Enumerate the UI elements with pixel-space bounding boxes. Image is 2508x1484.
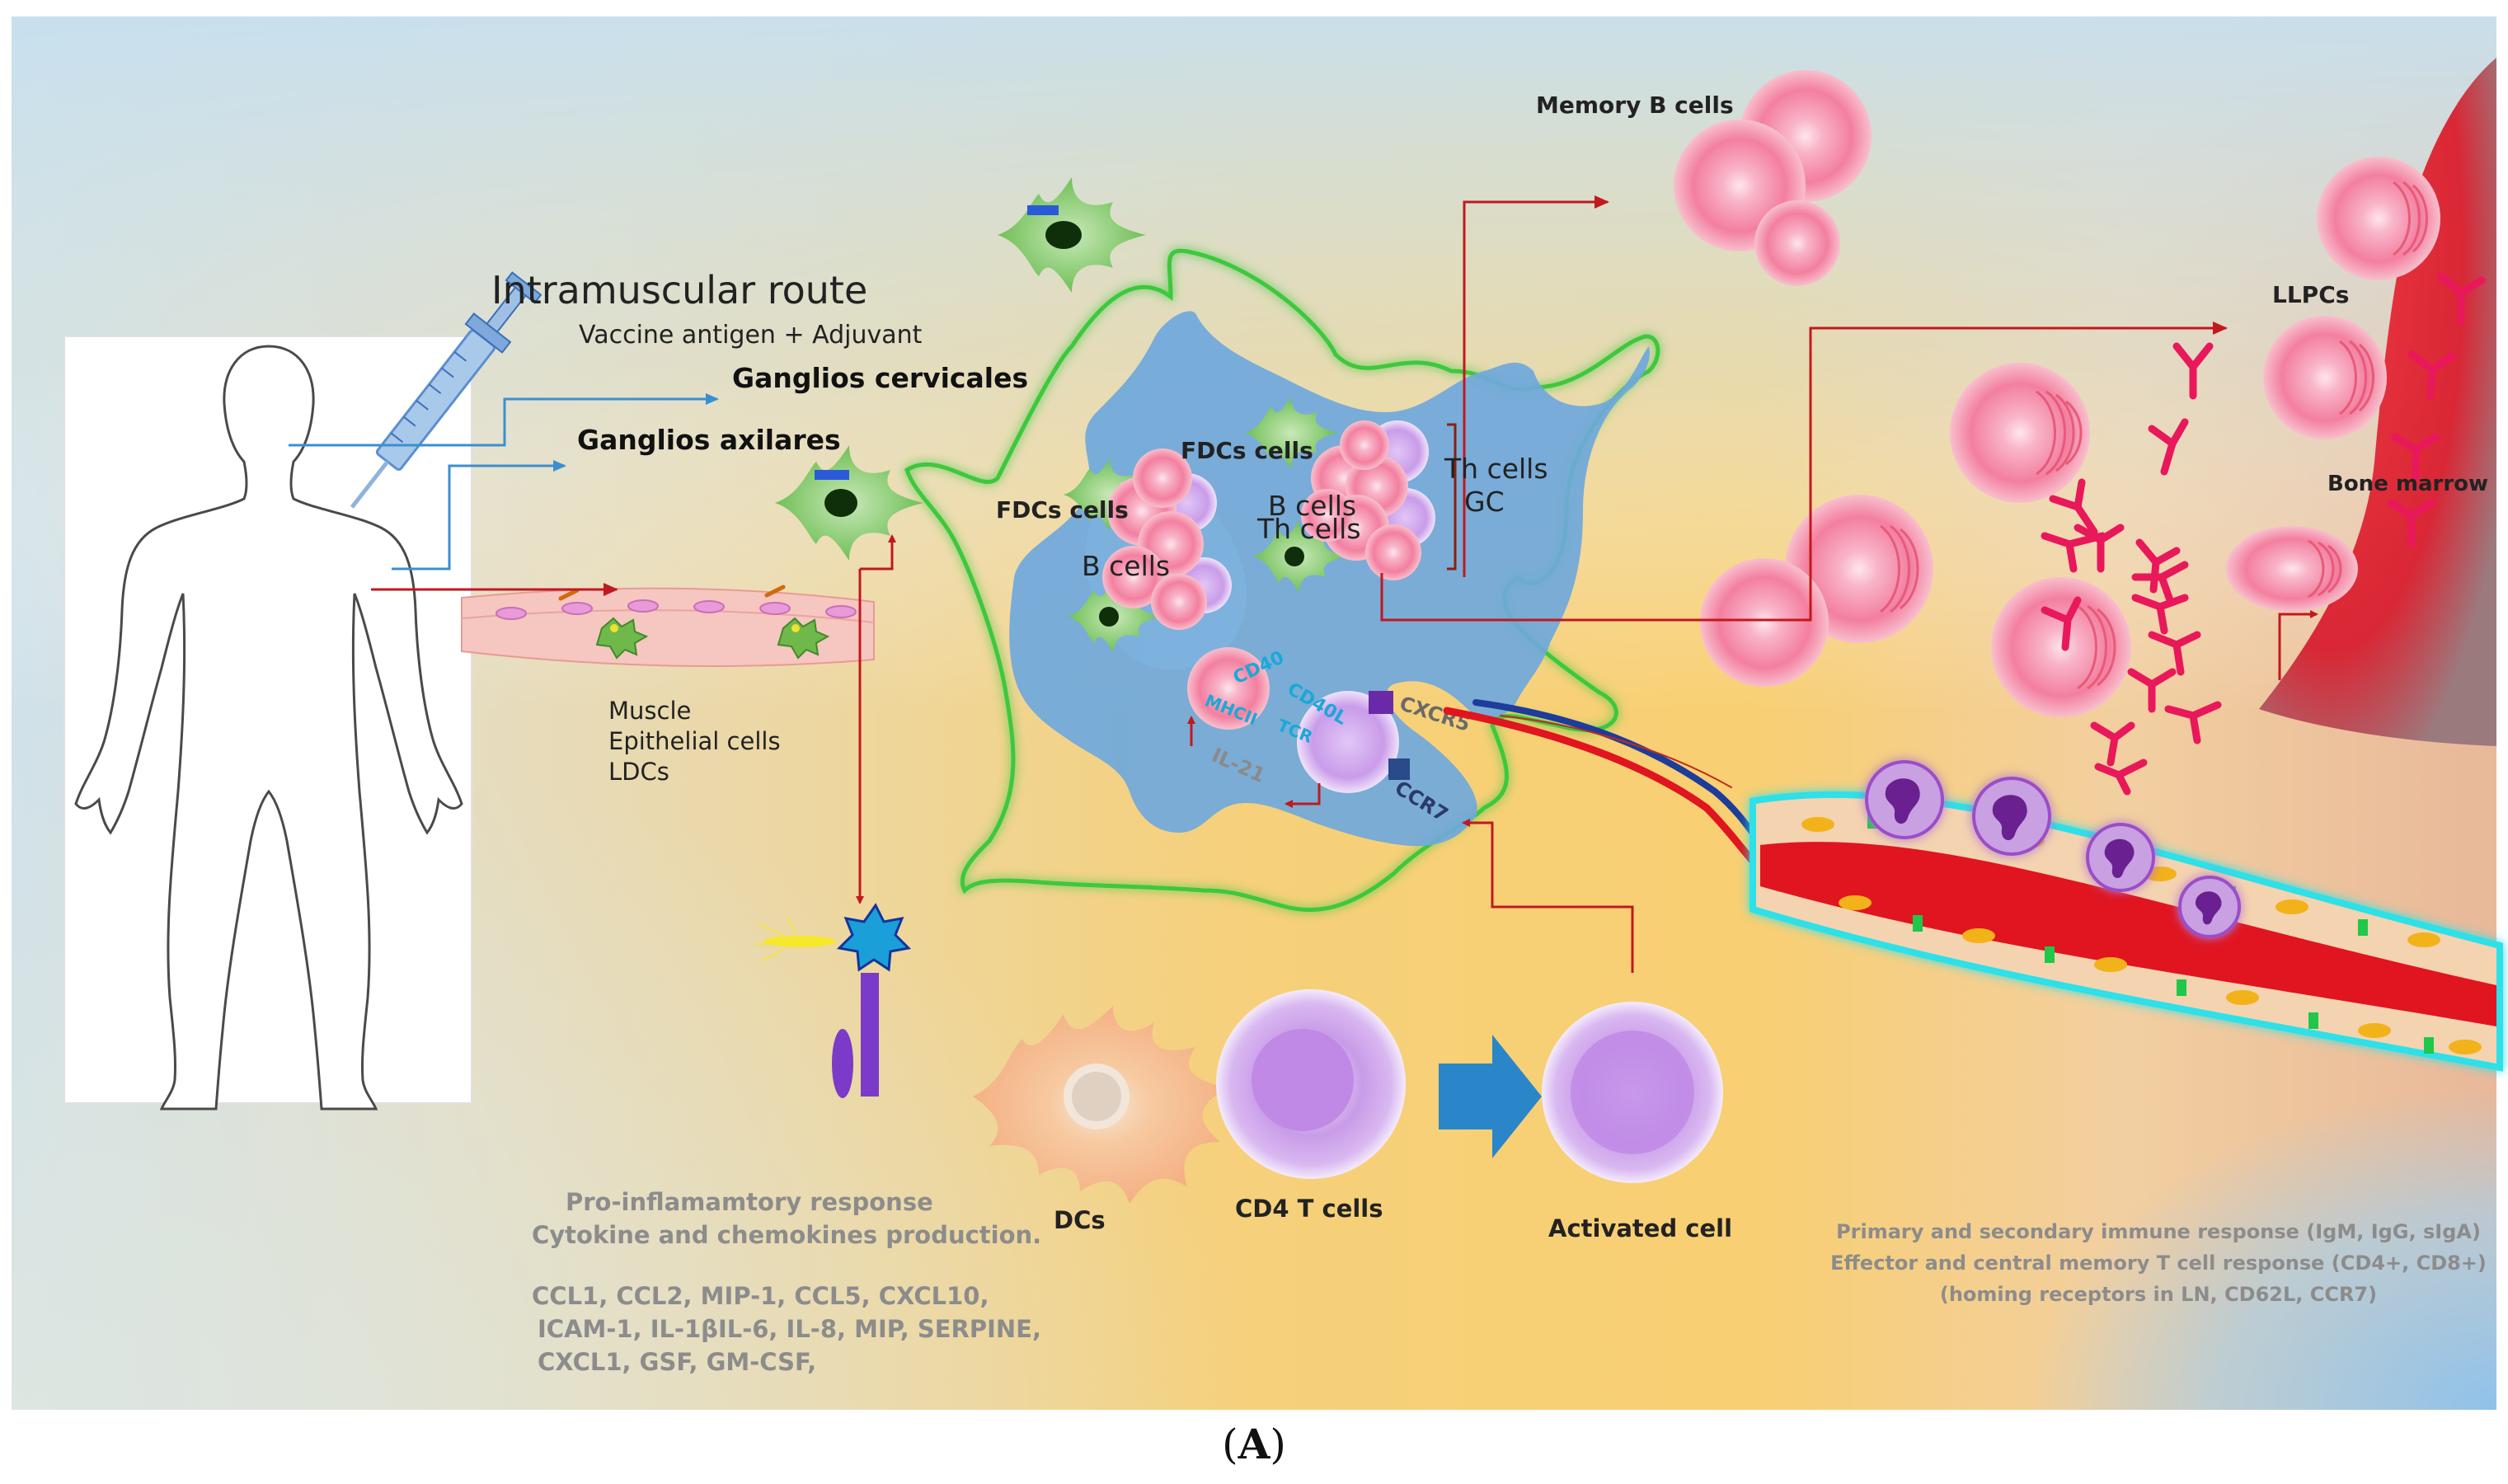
bone-marrow-label: Bone marrow	[2327, 472, 2488, 496]
lymph-route-arrows	[289, 393, 719, 571]
response-line2: Cytokine and chemokines production.	[532, 1221, 1041, 1249]
b-cells-right-label: B cells	[1268, 490, 1356, 522]
memory-b-cells	[1674, 70, 1872, 286]
dc-cell	[973, 1006, 1228, 1204]
activated-label: Activated cell	[1548, 1214, 1732, 1242]
tissue-muscle: Muscle	[608, 697, 691, 725]
fdc-top-label: FDCs cells	[1181, 437, 1313, 464]
fdc-cell-top	[998, 177, 1146, 293]
cd4-label: CD4 T cells	[1235, 1195, 1383, 1223]
b-cells-left-label: B cells	[1082, 550, 1170, 582]
efferent-vessels	[1443, 699, 1768, 878]
human-silhouette	[74, 345, 463, 1111]
antigen-recognition	[754, 903, 912, 1098]
immune-line3: (homing receptors in LN, CD62L, CCR7)	[1940, 1283, 2377, 1306]
cervical-nodes-label: Ganglios cervicales	[732, 362, 1028, 394]
muscle-tissue	[461, 585, 875, 667]
fdc-cell-axillary	[775, 445, 923, 561]
dcs-label: DCs	[1054, 1206, 1106, 1234]
output-arrows	[1380, 195, 2318, 680]
b-cell-cluster-left	[1102, 448, 1232, 630]
th-cells-label: Th cells	[1444, 453, 1548, 485]
caption-letter: A	[1238, 1420, 1270, 1468]
antibodies	[2041, 272, 2486, 796]
th-cells-inner-label: Th cells	[1256, 513, 1361, 545]
route-subtitle: Vaccine antigen + Adjuvant	[579, 321, 923, 350]
figure-caption: (A)	[1222, 1420, 1286, 1468]
tissue-ldcs: LDCs	[608, 758, 669, 786]
response-line1: Pro-inflamamtory response	[566, 1188, 933, 1216]
plasma-cells	[1700, 157, 2440, 717]
fdc-left-label: FDCs cells	[996, 496, 1129, 524]
response-line3: CCL1, CCL2, MIP-1, CCL5, CXCL10,	[532, 1282, 989, 1310]
neutrophils	[1865, 760, 2241, 938]
llpcs-label: LLPCs	[2272, 281, 2349, 308]
activation-arrow	[1439, 1035, 1542, 1158]
gc-label: GC	[1464, 486, 1505, 518]
human-body-panel	[63, 336, 472, 1111]
small-red-arrows	[1187, 716, 1634, 973]
route-title: Intramuscular route	[491, 268, 867, 312]
cd4-t-cell	[1216, 989, 1406, 1179]
syringe-icon	[350, 271, 542, 509]
response-line5: CXCL1, GSF, GM-CSF,	[538, 1348, 816, 1376]
fdc-cell-node-mid	[1245, 397, 1337, 469]
b-cell-cluster-right	[1301, 420, 1435, 580]
b-th-interaction	[1187, 647, 1410, 793]
response-line4: ICAM-1, IL-1βIL-6, IL-8, MIP, SERPINE,	[538, 1315, 1041, 1343]
axillary-nodes-label: Ganglios axilares	[577, 424, 841, 456]
tissue-epithelial: Epithelial cells	[608, 727, 781, 755]
immune-line1: Primary and secondary immune response (I…	[1836, 1220, 2481, 1243]
immune-line2: Effector and central memory T cell respo…	[1830, 1252, 2487, 1275]
memory-b-label: Memory B cells	[1536, 92, 1734, 119]
activated-cell	[1542, 1002, 1723, 1183]
